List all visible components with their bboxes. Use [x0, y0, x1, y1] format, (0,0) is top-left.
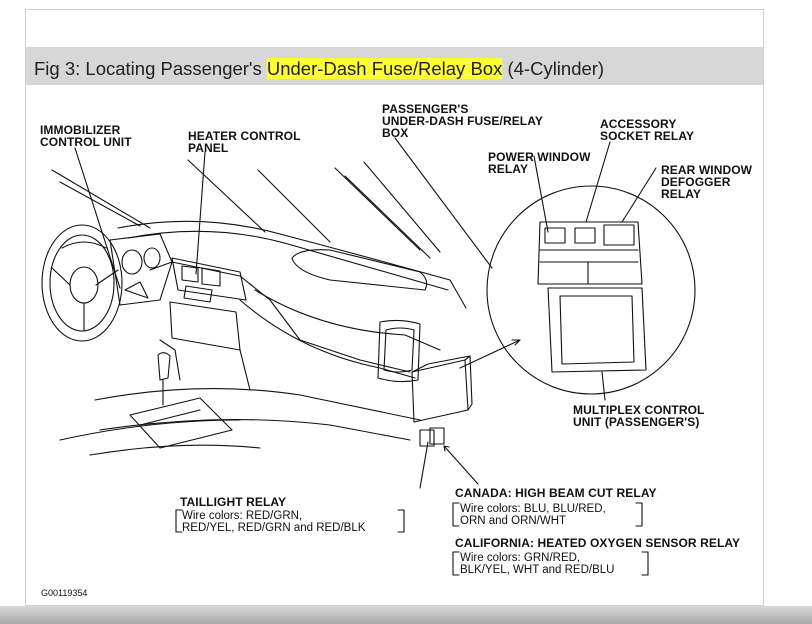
figure-frame: Fig 3: Locating Passenger's Under-Dash F…: [25, 9, 764, 606]
label-taillight-relay: TAILLIGHT RELAY: [180, 495, 287, 509]
taillight-wire-colors: Wire colors: RED/GRN, RED/YEL, RED/GRN a…: [182, 510, 366, 534]
canada-wire-colors: Wire colors: BLU, BLU/RED, ORN and ORN/W…: [460, 503, 606, 527]
caption-highlight: Under-Dash Fuse/Relay Box: [266, 58, 503, 79]
label-immobilizer-control-unit: IMMOBILIZER CONTROL UNIT: [40, 123, 132, 149]
label-accessory-socket-relay: ACCESSORY SOCKET RELAY: [600, 117, 695, 143]
label-heater-control-panel: HEATER CONTROL PANEL: [188, 129, 301, 155]
figure-code: G00119354: [41, 588, 88, 598]
label-fuse-relay-box: PASSENGER'S UNDER-DASH FUSE/RELAY BOX: [382, 102, 544, 140]
figure-caption: Fig 3: Locating Passenger's Under-Dash F…: [34, 58, 604, 80]
label-multiplex-control-unit: MULTIPLEX CONTROL UNIT (PASSENGER'S): [573, 403, 705, 429]
label-california-heated-oxygen-sensor-relay: CALIFORNIA: HEATED OXYGEN SENSOR RELAY: [455, 536, 741, 550]
caption-suffix: (4-Cylinder): [502, 58, 605, 79]
label-rear-window-defogger-relay: REAR WINDOW DEFOGGER RELAY: [661, 163, 753, 201]
california-wire-colors: Wire colors: GRN/RED, BLK/YEL, WHT and R…: [460, 552, 615, 576]
label-power-window-relay: POWER WINDOW RELAY: [488, 150, 591, 176]
figure-caption-bar: Fig 3: Locating Passenger's Under-Dash F…: [26, 47, 763, 85]
caption-prefix: Fig 3: Locating Passenger's: [34, 58, 267, 79]
label-canada-high-beam-cut-relay: CANADA: HIGH BEAM CUT RELAY: [455, 486, 657, 500]
window-bottom-bar: [0, 606, 812, 624]
